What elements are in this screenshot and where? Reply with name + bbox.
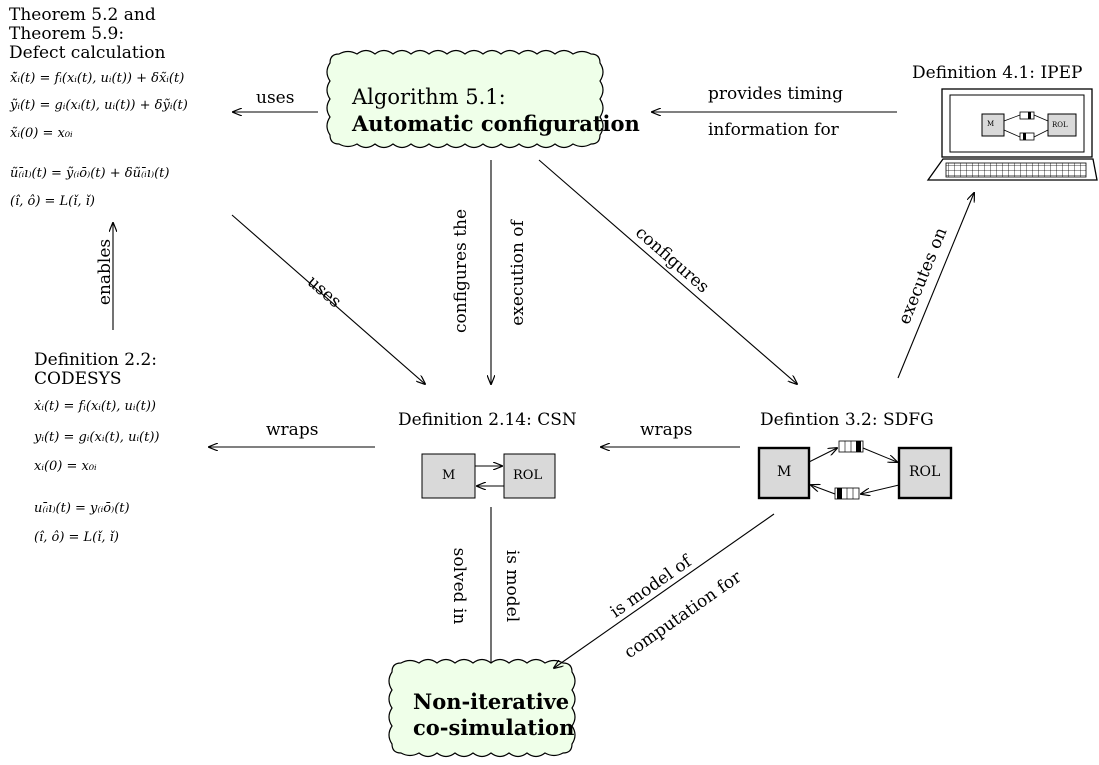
defect-eq-4: ũ₍ᵢ̄ı₎(t) = ỹ₍ᵢō₎(t) + δũ₍ᵢ̄ı₎(t) xyxy=(10,166,170,181)
noniterative-line-1: Non-iterative xyxy=(413,689,570,714)
codesys-eq-2: yᵢ(t) = gᵢ(xᵢ(t), uᵢ(t)) xyxy=(34,430,160,445)
codesys-eq-1: ẋᵢ(t) = fᵢ(xᵢ(t), uᵢ(t)) xyxy=(34,399,156,414)
arrow-executes-on xyxy=(897,193,974,379)
defect-heading-3: Defect calculation xyxy=(9,43,166,63)
label-configures-exec-1: configures the xyxy=(451,208,471,333)
defect-eq-3: x̃ᵢ(0) = x₀ᵢ xyxy=(10,126,73,141)
defect-heading-1: Theorem 5.2 and xyxy=(9,5,156,25)
arrow-model-of xyxy=(554,513,775,668)
algorithm-label: Algorithm 5.1: xyxy=(352,85,506,109)
ipep-title: Definition 4.1: IPEP xyxy=(912,63,1083,83)
sdfg-title: Defintion 3.2: SDFG xyxy=(760,410,934,430)
ipep-m-label: M xyxy=(987,120,995,128)
sdfg-rol-label: ROL xyxy=(909,464,941,480)
codesys-eq-3: xᵢ(0) = x₀ᵢ xyxy=(34,459,97,474)
label-uses-top: uses xyxy=(256,88,295,108)
codesys-heading-1: Definition 2.2: xyxy=(34,350,158,370)
csn-rol-label: ROL xyxy=(513,468,543,483)
algorithm-title: Automatic configuration xyxy=(352,111,640,136)
label-solved-in: solved in xyxy=(449,547,469,625)
label-provides-1: provides timing xyxy=(708,84,844,104)
csn-m-label: M xyxy=(442,468,456,483)
label-enables: enables xyxy=(95,238,115,306)
codesys-eq-5: (î, ô) = L(ǐ, ǐ) xyxy=(34,530,119,545)
arrow-configures xyxy=(538,159,797,384)
defect-heading-2: Theorem 5.9: xyxy=(9,24,125,44)
label-wraps-right: wraps xyxy=(640,420,693,440)
defect-eq-1: x̃̇ᵢ(t) = fᵢ(xᵢ(t), uᵢ(t)) + δx̃ᵢ(t) xyxy=(10,71,185,86)
csn-diagram xyxy=(421,453,556,499)
label-is-model: is model xyxy=(502,549,522,623)
sdfg-diagram xyxy=(757,440,953,500)
label-configures-exec-2: execution of xyxy=(508,220,528,326)
noniterative-line-2: co-simulation xyxy=(413,715,575,740)
label-wraps-left: wraps xyxy=(266,420,319,440)
algorithm-cloud xyxy=(326,49,604,149)
noniterative-cloud xyxy=(388,658,576,758)
defect-eq-5: (î, ô) = L(ǐ, ǐ) xyxy=(10,194,95,209)
csn-title: Definition 2.14: CSN xyxy=(398,410,577,430)
label-provides-2: information for xyxy=(708,120,839,140)
ipep-computer xyxy=(926,88,1098,181)
defect-eq-2: ỹᵢ(t) = gᵢ(xᵢ(t), uᵢ(t)) + δỹᵢ(t) xyxy=(10,98,188,113)
ipep-rol-label: ROL xyxy=(1052,121,1068,129)
arrow-uses-diag xyxy=(231,214,425,384)
sdfg-m-label: M xyxy=(777,464,792,480)
codesys-heading-2: CODESYS xyxy=(34,369,122,389)
codesys-eq-4: u₍ᵢ̄ı₎(t) = y₍ᵢō₎(t) xyxy=(34,501,130,516)
